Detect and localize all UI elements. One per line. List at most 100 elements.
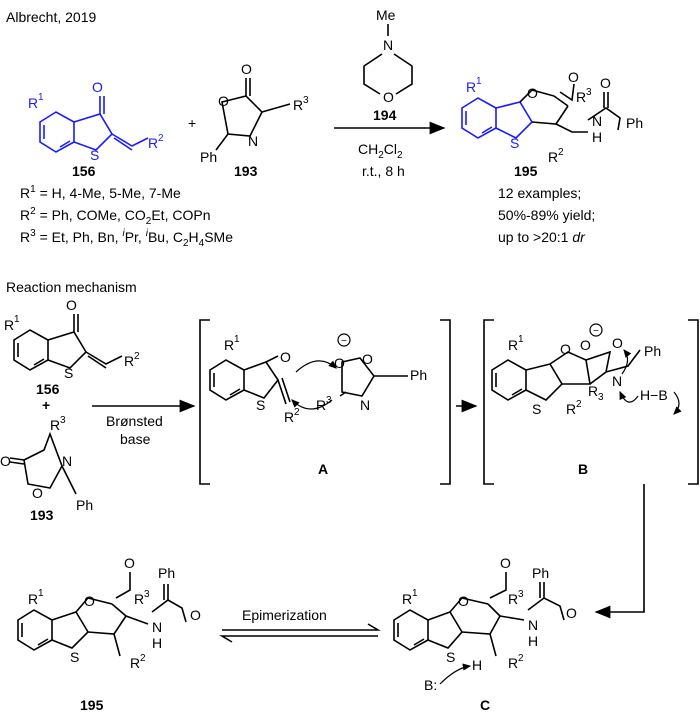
svg-text:R: R [576,89,586,105]
svg-text:Me: Me [376,7,396,23]
svg-text:O: O [241,61,252,77]
svg-text:O: O [458,593,469,609]
svg-text:N: N [383,37,393,53]
svg-text:R: R [548,149,558,165]
svg-text:S: S [256,397,265,413]
svg-text:O: O [66,297,77,313]
svg-text:1: 1 [234,334,240,345]
arrow-b-to-c [594,484,645,619]
intermediate-a: O S R 1 R 2 − O O N Ph R 3 A [209,333,427,477]
svg-text:1: 1 [476,76,482,87]
svg-text:−: − [341,336,347,347]
svg-text:S: S [70,649,79,665]
svg-text:N: N [360,397,370,413]
solvent: CH2Cl2 [358,141,403,161]
svg-text:50%-89% yield;: 50%-89% yield; [498,207,595,223]
label-b: B [578,461,588,477]
svg-text:156: 156 [36,381,60,397]
svg-text:O: O [383,89,394,105]
svg-text:Ph: Ph [410,367,427,383]
svg-text:S: S [446,649,455,665]
compound-label-194: 194 [373,107,397,123]
compound-193: O O N R 3 Ph 193 [200,61,309,179]
svg-text:O: O [612,335,623,351]
svg-text:193: 193 [30,507,54,523]
svg-text:R3 = Et, Ph, Bn, iPr, iBu, C2H: R3 = Et, Ph, Bn, iPr, iBu, C2H4SMe [20,228,233,249]
svg-text:R: R [588,383,598,399]
svg-text:O: O [280,349,291,365]
compound-194: Me N O 194 [363,7,413,123]
label-a: A [318,461,328,477]
svg-text:1: 1 [14,314,20,325]
results-summary: 12 examples; 50%-89% yield; up to >20:1 … [498,185,595,245]
svg-text:R: R [508,655,518,671]
intermediate-c: R 1 O O R 3 Ph O O N H S H R 2 B: C [393,555,577,713]
svg-text:3: 3 [598,392,604,403]
svg-text:Brønsted: Brønsted [106,413,163,429]
svg-text:O: O [527,85,538,101]
svg-text:3: 3 [60,415,66,426]
svg-text:O: O [500,555,511,571]
final-compound-195: R 1 O O R 3 Ph O N H S R 2 195 [17,555,201,713]
svg-text:O: O [600,75,611,91]
svg-text:R: R [566,401,576,417]
compound-156: O S R 1 R 2 156 [28,79,164,179]
svg-text:R: R [508,591,518,607]
svg-text:Ph: Ph [532,565,549,581]
svg-text:O: O [190,607,201,623]
svg-text:R: R [316,397,326,413]
svg-text:2: 2 [140,653,146,664]
svg-text:O: O [84,593,95,609]
svg-text:H: H [592,129,602,145]
svg-text:3: 3 [144,589,150,600]
svg-text:3: 3 [518,589,524,600]
svg-text:O: O [0,453,11,469]
bracket-a-left [199,319,210,485]
svg-text:2: 2 [576,399,582,410]
svg-text:R: R [293,97,303,113]
svg-text:1: 1 [412,588,418,599]
svg-text:3: 3 [326,395,332,406]
svg-text:R: R [28,95,38,111]
svg-text:R: R [134,591,144,607]
svg-text:O: O [124,555,135,571]
label-c: C [480,697,490,713]
plus-sign: + [188,115,196,131]
svg-text:O: O [218,93,229,109]
svg-text:O: O [566,605,577,621]
svg-text:S: S [90,147,99,163]
mechanism-title: Reaction mechanism [6,279,137,295]
svg-text:S: S [532,401,541,417]
svg-text:O: O [362,351,373,367]
svg-text:3: 3 [303,95,309,106]
conditions: r.t., 8 h [362,163,405,179]
compound-label-156: 156 [72,163,96,179]
svg-text:R: R [124,353,134,369]
svg-text:R: R [50,417,60,433]
compound-label-195: 195 [514,163,538,179]
mechanism-compound-156: O S R 1 R 2 156 + [4,297,140,413]
svg-text:−: − [593,326,599,337]
svg-text:N: N [62,453,72,469]
bracket-a-right [440,319,451,485]
svg-text:Ph: Ph [626,115,643,131]
svg-text:R: R [466,79,476,95]
svg-text:Ph: Ph [158,565,175,581]
svg-text:195: 195 [80,697,104,713]
svg-text:2: 2 [134,351,140,362]
svg-text:N: N [528,617,538,633]
svg-text:R2 = Ph, COMe, CO2Et, COPn: R2 = Ph, COMe, CO2Et, COPn [20,206,210,227]
svg-text:2: 2 [558,147,564,158]
svg-text:2: 2 [518,653,524,664]
compound-label-193: 193 [234,163,258,179]
svg-text:R: R [130,655,140,671]
svg-text:12 examples;: 12 examples; [498,185,581,201]
svg-text:R: R [28,591,38,607]
svg-text:O: O [580,337,591,353]
svg-text:O: O [334,355,345,371]
svg-text:N: N [248,133,258,149]
svg-text:up to >20:1 dr: up to >20:1 dr [498,229,586,245]
intermediate-b: R 1 O O − O Ph N S R 2 R 3 H−B B [491,323,682,477]
citation: Albrecht, 2019 [6,9,96,25]
